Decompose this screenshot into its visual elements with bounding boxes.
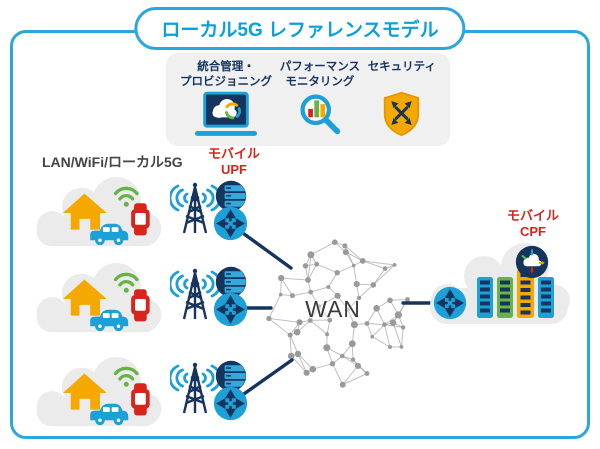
access-site-row-1 xyxy=(30,172,282,258)
management-panel: 統合管理・ プロビジョニング パフォーマンス モニタリング セキュリティ xyxy=(166,53,450,146)
wan-label: WAN xyxy=(305,296,361,322)
page-title: ローカル5G レファレンスモデル xyxy=(134,7,466,50)
router-icon xyxy=(213,206,248,241)
monitoring-label: パフォーマンス モニタリング xyxy=(279,61,360,88)
mobile-upf-label: モバイル UPF xyxy=(207,146,260,177)
management-item-provisioning: 統合管理・ プロビジョニング xyxy=(180,60,272,138)
router-icon xyxy=(213,386,248,421)
access-network-label: LAN/WiFi/ローカル5G xyxy=(42,154,183,170)
access-site-row-3 xyxy=(30,352,282,438)
mobile-cpf-label: モバイル CPF xyxy=(506,208,559,239)
security-label: セキュリティ xyxy=(367,61,436,73)
management-item-monitoring: パフォーマンス モニタリング xyxy=(280,60,360,138)
access-site-row-2 xyxy=(30,258,282,344)
provisioning-label: 統合管理・ プロビジョニング xyxy=(180,61,272,88)
router-icon xyxy=(213,292,248,327)
magnifier-bar-chart-icon xyxy=(296,91,343,138)
customer-site-cloud xyxy=(30,176,168,252)
laptop-cloud-sync-icon xyxy=(194,91,258,138)
customer-site-cloud xyxy=(30,262,168,338)
shield-arrows-icon xyxy=(381,91,422,137)
management-item-security: セキュリティ xyxy=(368,60,436,137)
router-icon xyxy=(433,286,467,320)
customer-site-cloud xyxy=(30,356,168,432)
page-title-text: ローカル5G レファレンスモデル xyxy=(161,20,439,41)
cloud-controller-icon xyxy=(515,245,549,279)
